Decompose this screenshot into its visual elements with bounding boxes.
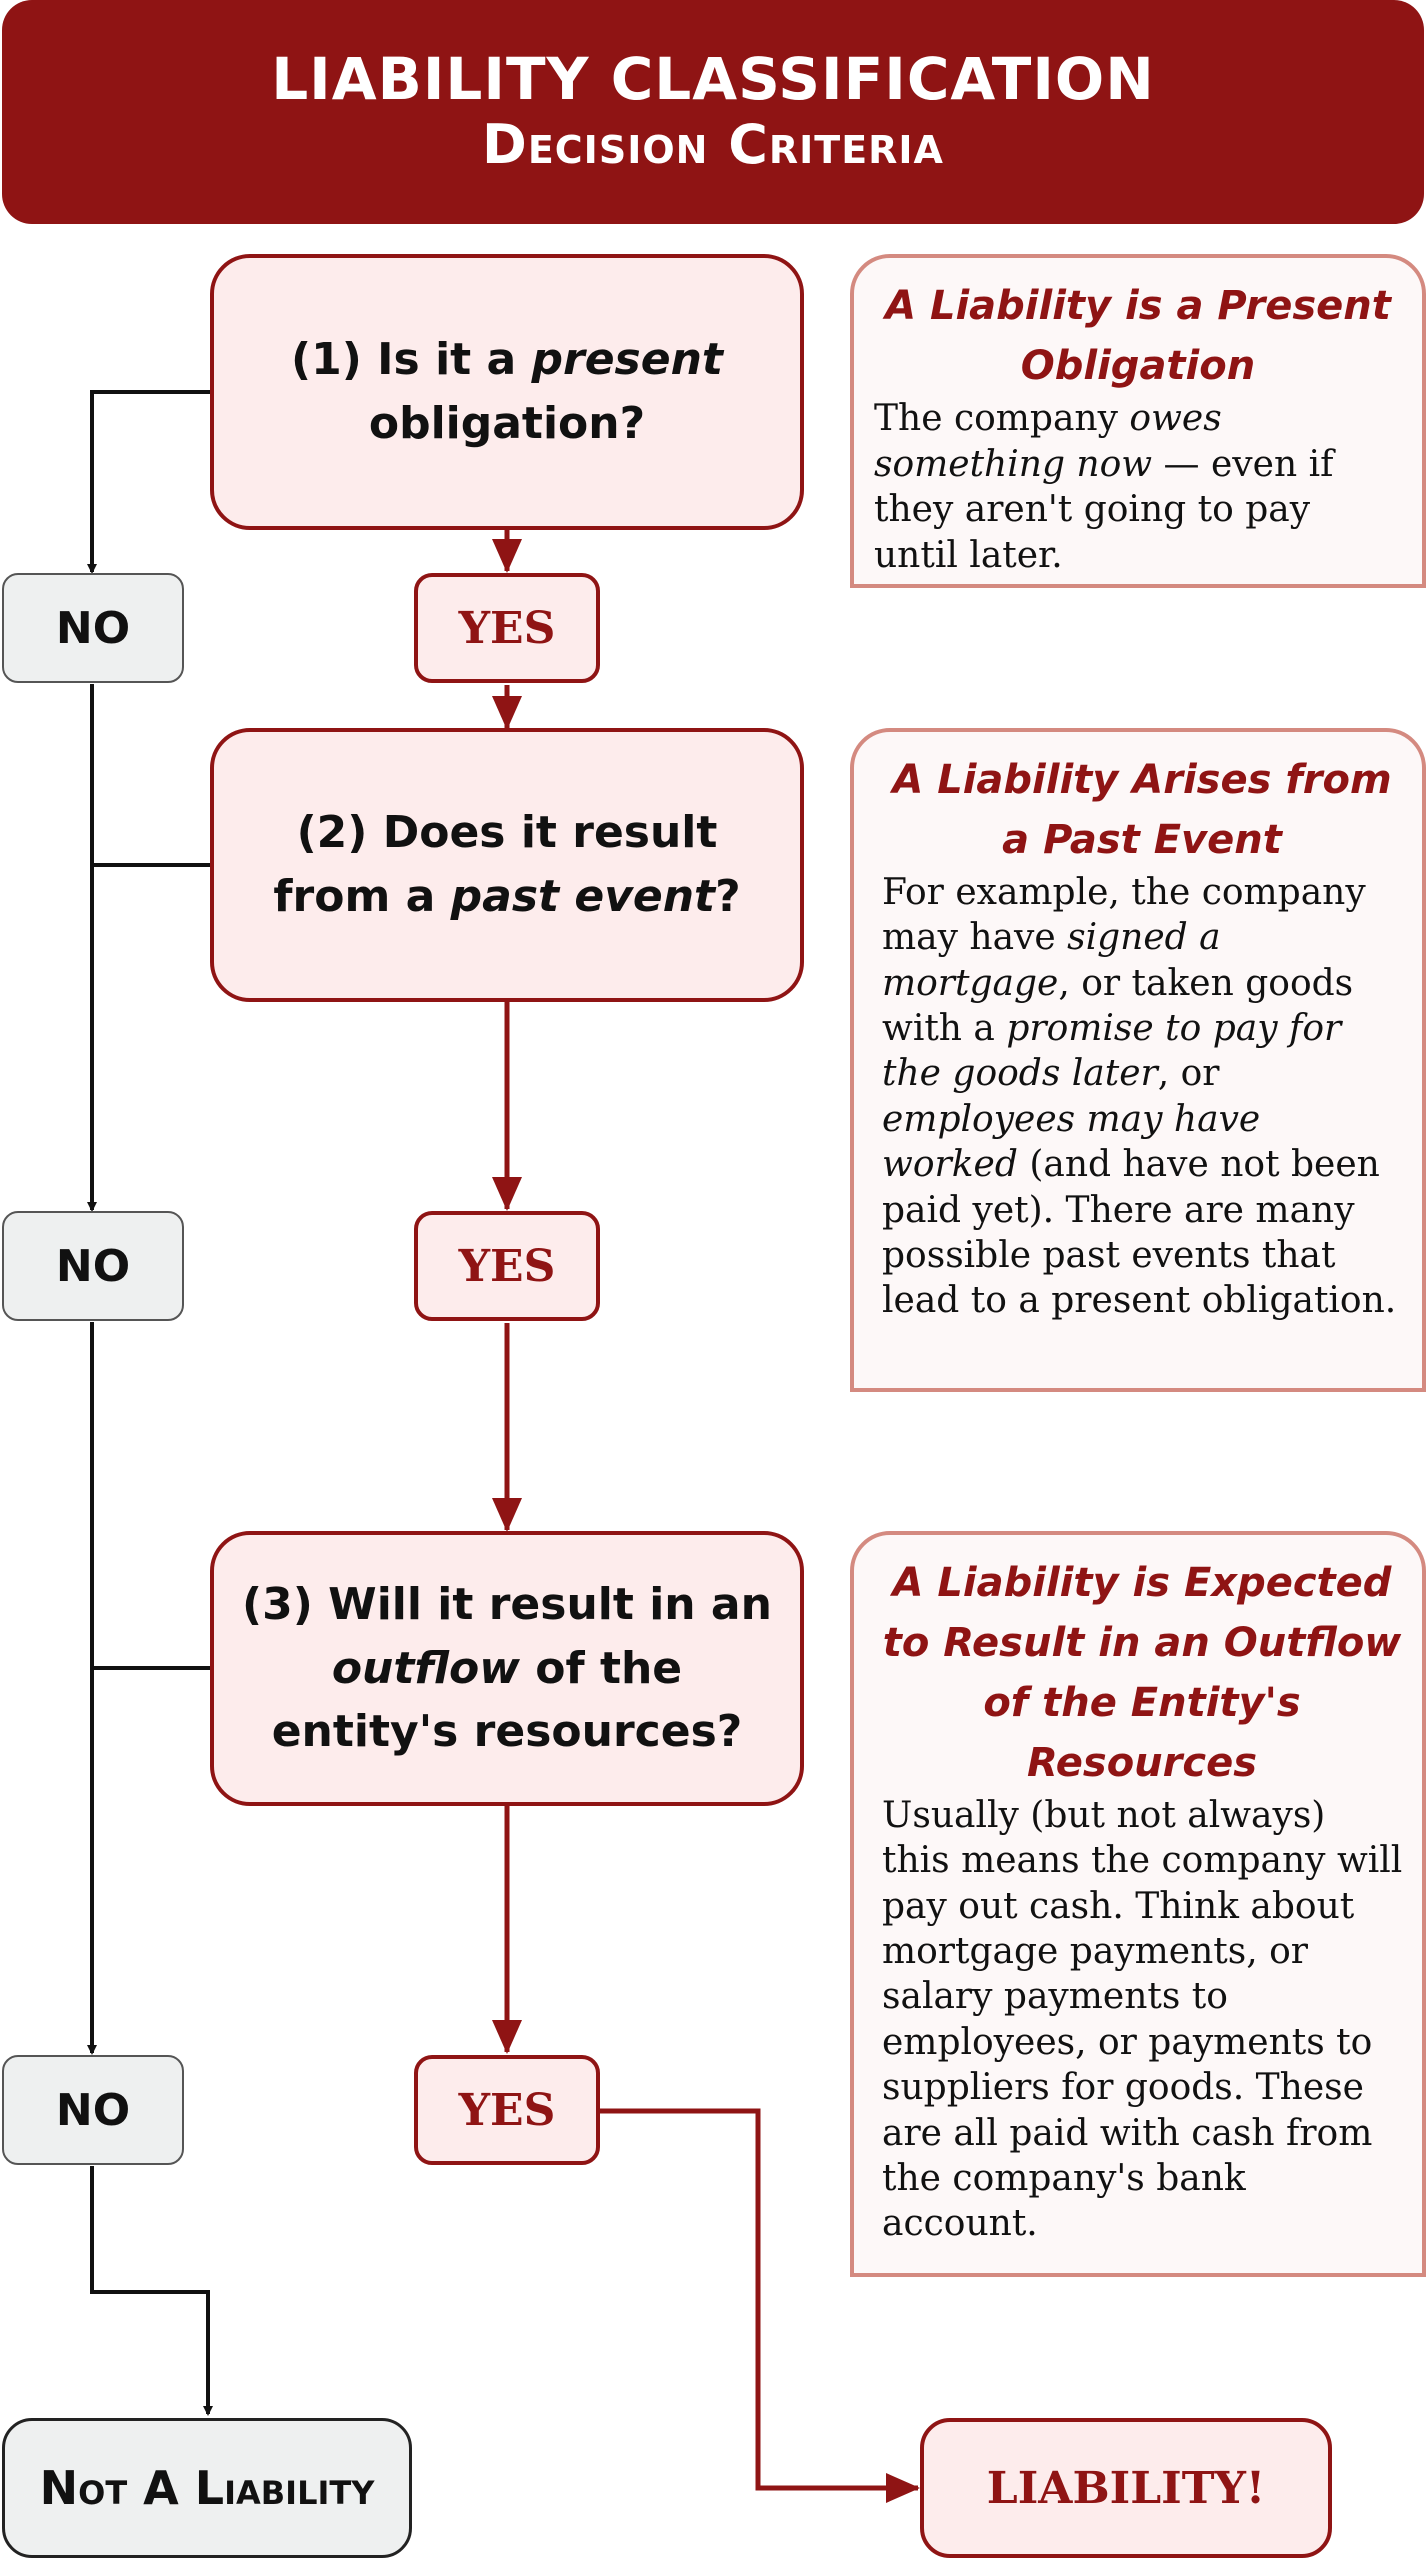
question-1-suffix: obligation? bbox=[368, 398, 646, 449]
card-2-body: For example, the company may have signed… bbox=[882, 872, 1397, 1322]
card-present-obligation: A Liability is a Present Obligation The … bbox=[850, 254, 1426, 588]
question-3-suffix: of the entity's resources? bbox=[271, 1642, 743, 1758]
outcome-liability: LIABILITY! bbox=[920, 2418, 1332, 2558]
card-3-body: Usually (but not always) this means the … bbox=[882, 1795, 1403, 2245]
diagram-title: LIABILITY CLASSIFICATION bbox=[271, 45, 1155, 114]
card-1-title: A Liability is a Present Obligation bbox=[885, 283, 1391, 389]
question-1: (1) Is it a present obligation? bbox=[210, 254, 804, 530]
question-2-suffix: ? bbox=[715, 871, 741, 922]
card-2-title: A Liability Arises from a Past Event bbox=[892, 757, 1392, 863]
question-2-prefix: (2) Does it result from a bbox=[273, 807, 718, 922]
card-outflow: A Liability is Expected to Result in an … bbox=[850, 1531, 1426, 2277]
question-1-emphasis: present bbox=[531, 334, 723, 386]
yes-box-3: YES bbox=[414, 2055, 600, 2165]
yes-box-1: YES bbox=[414, 573, 600, 683]
card-past-event: A Liability Arises from a Past Event For… bbox=[850, 728, 1426, 1392]
outcome-not-a-liability: Not A Liability bbox=[2, 2418, 412, 2558]
diagram-subtitle: Decision Criteria bbox=[482, 112, 944, 176]
question-2-emphasis: past event bbox=[450, 871, 716, 922]
question-1-prefix: (1) Is it a bbox=[291, 334, 532, 386]
question-2-text: (2) Does it result from a past event? bbox=[234, 801, 780, 929]
yes-box-2: YES bbox=[414, 1211, 600, 1321]
yes-to-result bbox=[600, 2108, 920, 2503]
no-box-2: NO bbox=[2, 1211, 184, 1321]
no-box-1: NO bbox=[2, 573, 184, 683]
question-3-emphasis: outflow bbox=[331, 1642, 520, 1694]
question-3-text: (3) Will it result in an outflow of the … bbox=[234, 1573, 780, 1764]
question-2: (2) Does it result from a past event? bbox=[210, 728, 804, 1002]
header-banner: LIABILITY CLASSIFICATION Decision Criter… bbox=[2, 0, 1424, 224]
card-3-title: A Liability is Expected to Result in an … bbox=[882, 1560, 1402, 1786]
no-box-3: NO bbox=[2, 2055, 184, 2165]
question-3: (3) Will it result in an outflow of the … bbox=[210, 1531, 804, 1806]
no-line-1 bbox=[87, 390, 210, 574]
no-to-result bbox=[90, 2166, 213, 2416]
question-3-prefix: (3) Will it result in an bbox=[242, 1578, 772, 1630]
question-1-text: (1) Is it a present obligation? bbox=[234, 328, 780, 456]
card-1-body: The company owes something now — even if… bbox=[874, 398, 1334, 577]
